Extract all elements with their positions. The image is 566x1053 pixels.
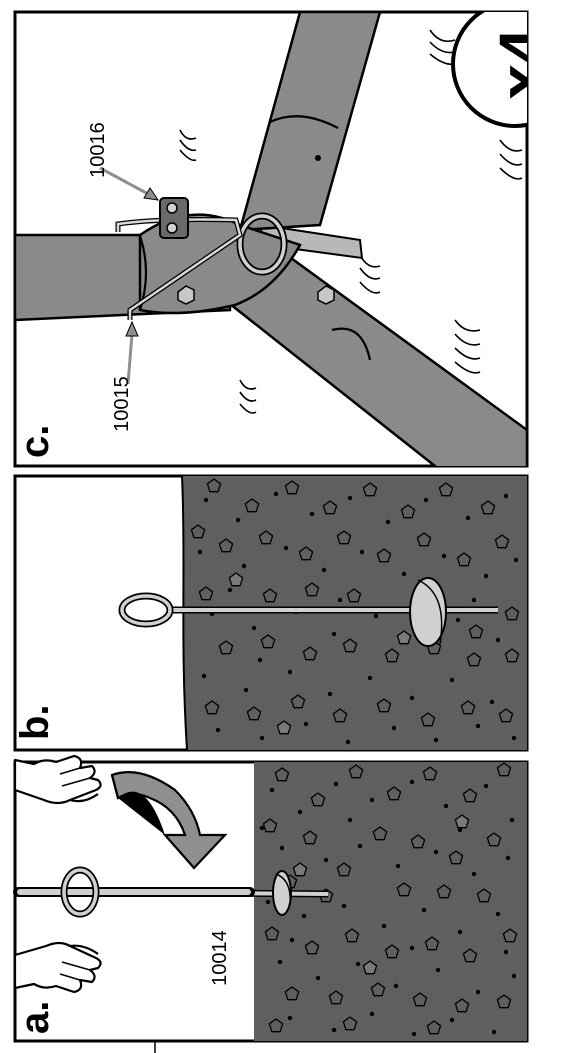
panel-label-a: a. xyxy=(13,1001,57,1034)
cable-clamp xyxy=(160,198,188,238)
quantity-badge: x4 xyxy=(453,2,566,126)
panel-a: 10014 a. xyxy=(13,756,527,1041)
part-number-10015: 10015 xyxy=(111,376,133,432)
part-number-10014: 10014 xyxy=(209,930,231,986)
panel-label-b: b. xyxy=(13,704,57,740)
svg-text:x4: x4 xyxy=(486,28,558,100)
panel-c: x4 10016 10015 c. xyxy=(13,2,566,470)
part-number-10016: 10016 xyxy=(87,122,109,178)
panel-b: b. xyxy=(13,476,527,750)
panel-label-c: c. xyxy=(13,425,57,458)
